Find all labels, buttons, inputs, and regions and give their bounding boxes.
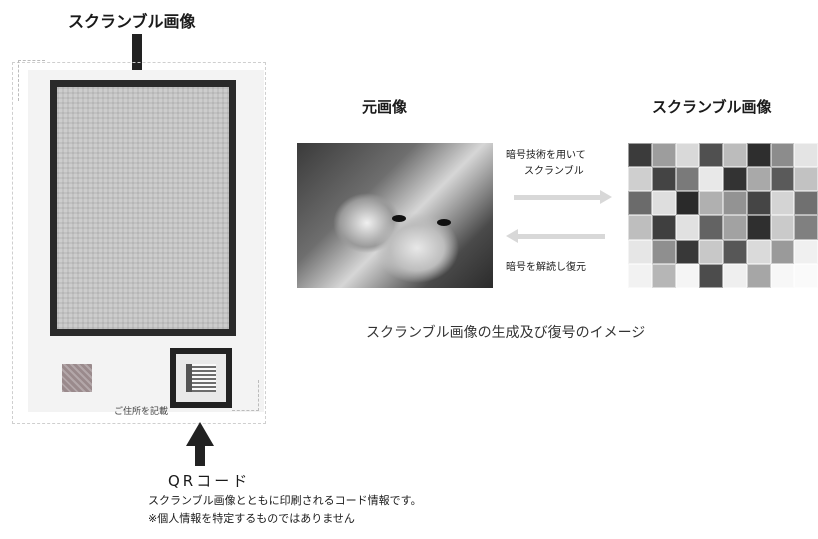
card-guide-corner-top-left <box>18 60 45 101</box>
qr-description-line1: スクランブル画像とともに印刷されるコード情報です。 <box>148 494 422 507</box>
original-image-label: 元画像 <box>362 98 408 116</box>
scramble-image-title: スクランブル画像 <box>68 12 196 31</box>
reverse-process-label: 暗号を解読し復元 <box>506 262 586 273</box>
down-arrow-shaft <box>132 34 142 100</box>
forward-process-line1: 暗号技術を用いて <box>506 150 586 161</box>
scrambled-image-area <box>50 80 236 336</box>
cat-eye-left <box>392 215 406 222</box>
original-cat-image <box>297 143 493 288</box>
scrambled-cat-image <box>628 143 818 288</box>
scrambled-image-label: スクランブル画像 <box>652 98 772 116</box>
up-arrow-icon <box>186 422 214 446</box>
cat-eye-right <box>437 219 451 226</box>
process-caption: スクランブル画像の生成及び復号のイメージ <box>366 325 646 341</box>
reverse-arrow-shaft <box>517 234 605 239</box>
forward-arrow-shaft <box>514 195 602 200</box>
qr-description-line2: ※個人情報を特定するものではありません <box>148 512 355 525</box>
qr-code-icon <box>186 364 216 392</box>
qr-title: QRコード <box>168 472 251 490</box>
card-guide-corner-bottom-right <box>232 380 259 411</box>
up-arrow-shaft <box>195 444 205 466</box>
arrow-right-icon <box>600 190 612 204</box>
card-outline <box>12 62 266 424</box>
forward-process-line2: スクランブル <box>524 166 584 177</box>
card-small-text: ご住所を記載 <box>114 407 169 417</box>
arrow-left-icon <box>506 229 518 243</box>
emblem-icon <box>62 364 92 392</box>
